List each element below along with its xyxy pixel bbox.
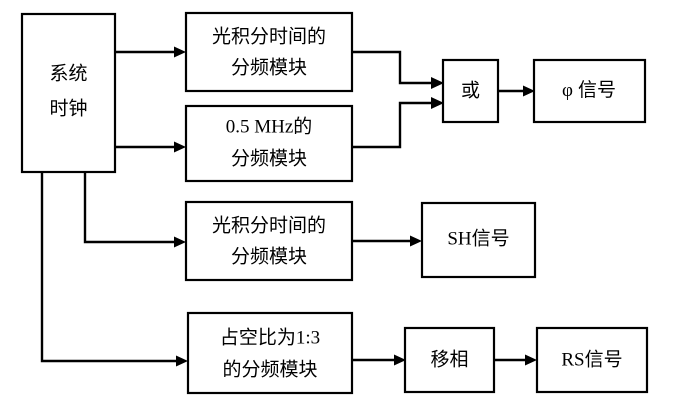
node-system-clock[interactable]: 系统 时钟 bbox=[20, 12, 117, 174]
rs-signal-label: RS信号 bbox=[561, 348, 622, 370]
edge-clock-to-duty-divider bbox=[40, 172, 179, 363]
integration-divider-top-label-line2: 分频模块 bbox=[231, 56, 307, 78]
phase-shift-box[interactable] bbox=[403, 326, 496, 394]
system-clock-box[interactable] bbox=[20, 12, 117, 174]
mhz-divider-label-line2: 分频模块 bbox=[231, 147, 307, 169]
integration-divider-mid-label-line1: 光积分时间的 bbox=[212, 214, 326, 236]
phase-shift-label: 移相 bbox=[430, 348, 468, 370]
phi-symbol: φ bbox=[562, 80, 573, 101]
arrowhead-phase-shift-to-rs bbox=[525, 354, 537, 366]
edge-integration-top-to-or bbox=[352, 50, 435, 85]
mhz-divider-box[interactable] bbox=[184, 104, 354, 183]
arrowhead-or-to-phi-signal bbox=[523, 85, 535, 97]
arrowhead-integration-top-to-or bbox=[431, 77, 444, 89]
sh-signal-box[interactable] bbox=[420, 201, 537, 279]
node-mhz-divider[interactable]: 0.5 MHz的 分频模块 bbox=[184, 104, 354, 183]
duty-divider-box[interactable] bbox=[186, 311, 354, 395]
sh-signal-label: SH信号 bbox=[447, 227, 509, 249]
duty-divider-label-line2: 的分频模块 bbox=[222, 358, 317, 380]
node-sh-signal[interactable]: SH信号 bbox=[420, 201, 537, 279]
edge-clock-to-integration-mid bbox=[83, 172, 177, 244]
phi-signal-box[interactable] bbox=[532, 58, 647, 124]
duty-divider-label-line1: 占空比为1:3 bbox=[220, 326, 320, 348]
arrowhead-clock-to-mhz bbox=[174, 141, 186, 153]
node-integration-divider-mid[interactable]: 光积分时间的 分频模块 bbox=[184, 200, 354, 282]
system-clock-label-line1: 系统 bbox=[49, 62, 87, 84]
integration-divider-top-label-line1: 光积分时间的 bbox=[212, 25, 326, 47]
phi-signal-text: 信号 bbox=[578, 79, 616, 101]
node-integration-divider-top[interactable]: 光积分时间的 分频模块 bbox=[184, 11, 354, 93]
or-gate-box[interactable] bbox=[441, 58, 500, 124]
arrowhead-mhz-to-or bbox=[431, 97, 444, 109]
arrowhead-duty-to-phase-shift bbox=[394, 354, 406, 366]
arrowhead-clock-to-integration-mid bbox=[174, 236, 186, 248]
integration-divider-mid-label-line2: 分频模块 bbox=[231, 245, 307, 267]
connectors bbox=[40, 46, 537, 367]
system-clock-label-line2: 时钟 bbox=[49, 97, 87, 119]
node-duty-divider[interactable]: 占空比为1:3 的分频模块 bbox=[186, 311, 354, 395]
mhz-divider-label-line1: 0.5 MHz的 bbox=[226, 115, 313, 137]
integration-divider-top-box[interactable] bbox=[184, 11, 354, 93]
arrowhead-clock-to-duty-divider bbox=[176, 355, 188, 367]
edge-mhz-to-or bbox=[352, 101, 435, 149]
arrowhead-integration-mid-to-sh bbox=[410, 235, 422, 247]
integration-divider-mid-box[interactable] bbox=[184, 200, 354, 282]
arrowhead-clock-to-integration-top bbox=[174, 46, 186, 58]
node-phase-shift[interactable]: 移相 bbox=[403, 326, 496, 394]
rs-signal-box[interactable] bbox=[535, 326, 649, 394]
or-gate-label: 或 bbox=[461, 79, 480, 101]
node-rs-signal[interactable]: RS信号 bbox=[535, 326, 649, 394]
node-or-gate[interactable]: 或 bbox=[441, 58, 500, 124]
